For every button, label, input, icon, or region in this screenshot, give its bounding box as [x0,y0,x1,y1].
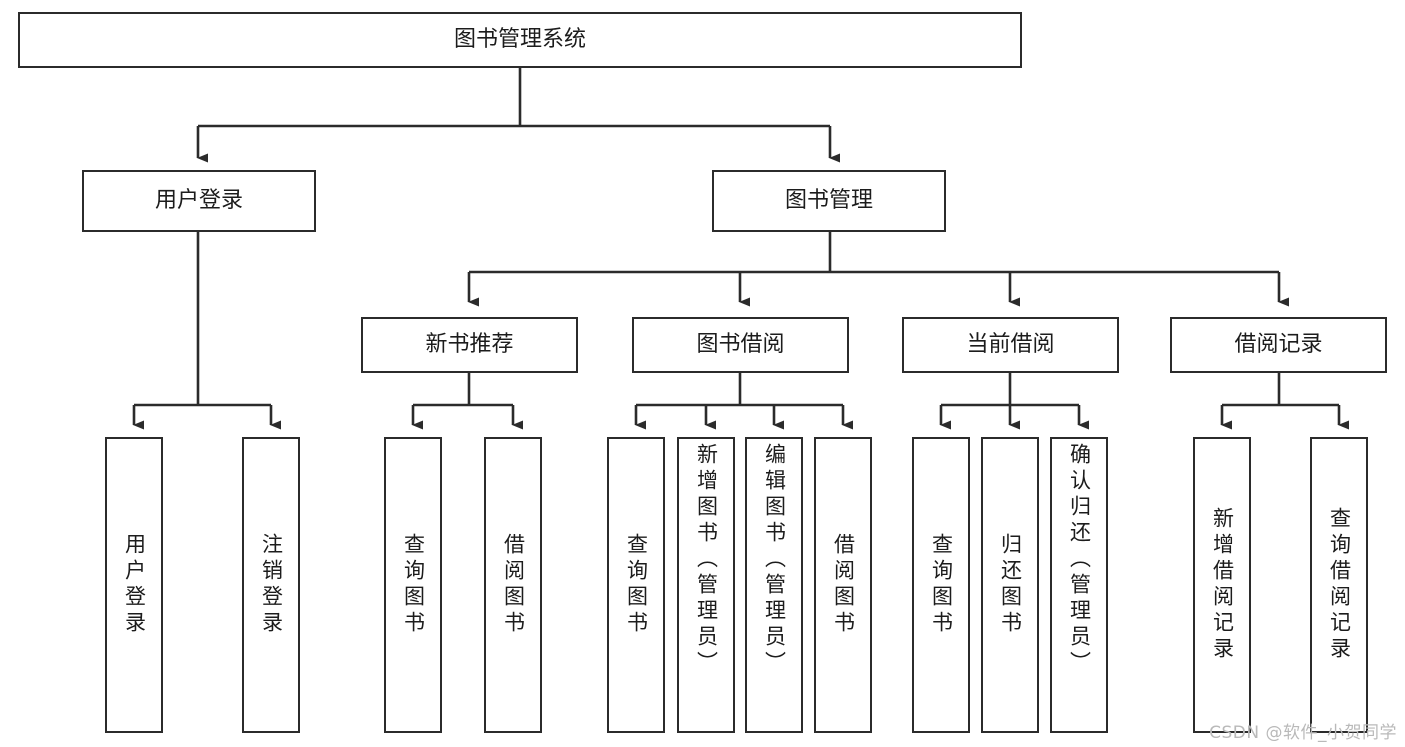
node-label: 新增借阅记录 [1210,507,1235,663]
node-label: 确认归还（管理员） [1067,443,1092,677]
node-label: 借阅图书 [501,533,526,637]
node-label: 新书推荐 [425,331,514,357]
node-label: 归还图书 [998,533,1023,637]
node-user-login[interactable]: 用户登录 [82,170,316,232]
node-leaf-user-login[interactable]: 用户登录 [105,437,163,733]
node-label: 编辑图书（管理员） [762,443,787,677]
node-new-book-recommend[interactable]: 新书推荐 [361,317,578,373]
node-label: 借阅图书 [831,533,856,637]
node-leaf-query-book-2[interactable]: 查询图书 [607,437,665,733]
node-leaf-query-record[interactable]: 查询借阅记录 [1310,437,1368,733]
node-leaf-add-book[interactable]: 新增图书（管理员） [677,437,735,733]
node-leaf-borrow-book-2[interactable]: 借阅图书 [814,437,872,733]
node-label: 图书借阅 [696,331,785,357]
node-label: 新增图书（管理员） [694,443,719,677]
node-label: 借阅记录 [1234,331,1323,357]
node-leaf-edit-book[interactable]: 编辑图书（管理员） [745,437,803,733]
watermark: CSDN @软件_小贺同学 [1209,723,1397,743]
node-leaf-user-logout[interactable]: 注销登录 [242,437,300,733]
node-label: 用户登录 [154,187,243,213]
node-leaf-confirm-return[interactable]: 确认归还（管理员） [1050,437,1108,733]
node-book-management[interactable]: 图书管理 [712,170,946,232]
node-label: 查询借阅记录 [1327,507,1352,663]
node-label: 图书管理 [784,187,873,213]
node-leaf-add-record[interactable]: 新增借阅记录 [1193,437,1251,733]
node-label: 注销登录 [259,533,284,637]
node-book-borrow[interactable]: 图书借阅 [632,317,849,373]
node-leaf-query-book-1[interactable]: 查询图书 [384,437,442,733]
node-label: 用户登录 [122,533,147,637]
node-leaf-query-book-3[interactable]: 查询图书 [912,437,970,733]
node-leaf-return-book[interactable]: 归还图书 [981,437,1039,733]
node-label: 查询图书 [624,533,649,637]
node-label: 图书管理系统 [453,26,586,52]
node-label: 查询图书 [401,533,426,637]
node-leaf-borrow-book-1[interactable]: 借阅图书 [484,437,542,733]
node-root-book-management-system[interactable]: 图书管理系统 [18,12,1022,68]
node-label: 查询图书 [929,533,954,637]
node-label: 当前借阅 [966,331,1055,357]
node-current-borrow[interactable]: 当前借阅 [902,317,1119,373]
node-borrow-record[interactable]: 借阅记录 [1170,317,1387,373]
